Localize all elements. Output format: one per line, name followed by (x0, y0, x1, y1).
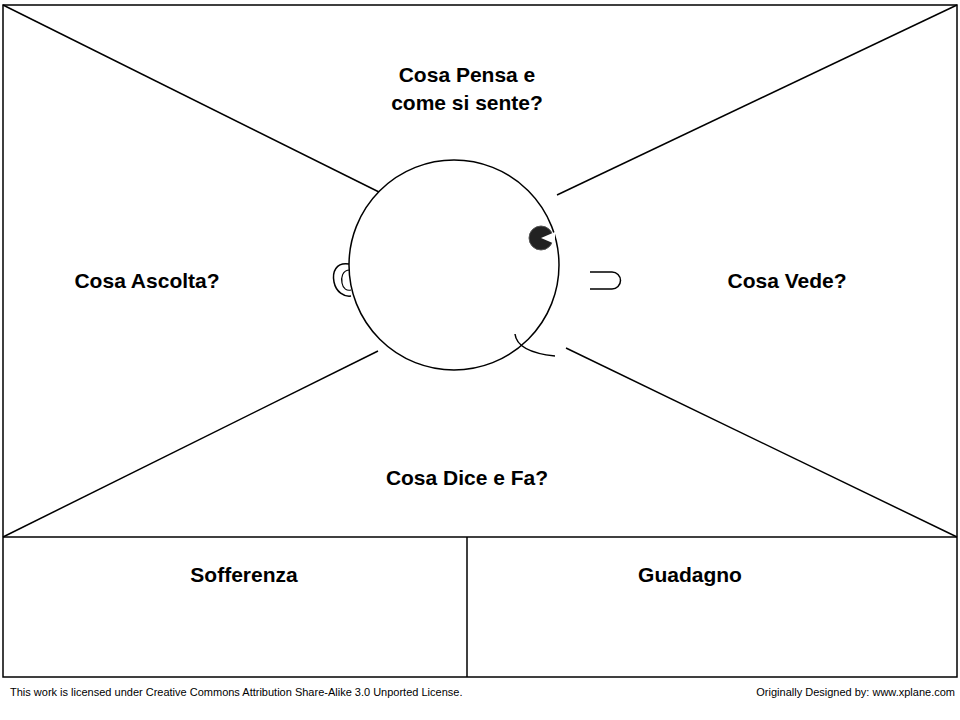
quadrant-region: Cosa Vede? (667, 267, 907, 295)
footer-note: This work is licensed under Creative Com… (10, 686, 462, 698)
bottom-panel: Sofferenza (44, 561, 444, 589)
divider-line (466, 537, 468, 677)
region-heading: Guadagno (490, 561, 890, 589)
region-heading: Sofferenza (44, 561, 444, 589)
region-heading: Cosa Vede? (667, 267, 907, 295)
footer-note: Originally Designed by: www.xplane.com (756, 686, 955, 698)
head-illustration (334, 160, 621, 370)
diagonal-line (3, 5, 385, 195)
region-heading: Cosa Pensa e come si sente? (377, 61, 557, 117)
region-heading: Cosa Dice e Fa? (337, 464, 597, 492)
bottom-panel: Guadagno (490, 561, 890, 589)
diagonal-line (3, 351, 378, 537)
diagonal-line (566, 348, 957, 537)
quadrant-region: Cosa Pensa e come si sente? (377, 61, 557, 117)
quadrant-region: Cosa Dice e Fa? (337, 464, 597, 492)
outer-frame (3, 5, 957, 677)
diagonal-line (557, 5, 957, 195)
divider-line (3, 536, 957, 538)
region-heading: Cosa Ascolta? (27, 267, 267, 295)
quadrant-region: Cosa Ascolta? (27, 267, 267, 295)
